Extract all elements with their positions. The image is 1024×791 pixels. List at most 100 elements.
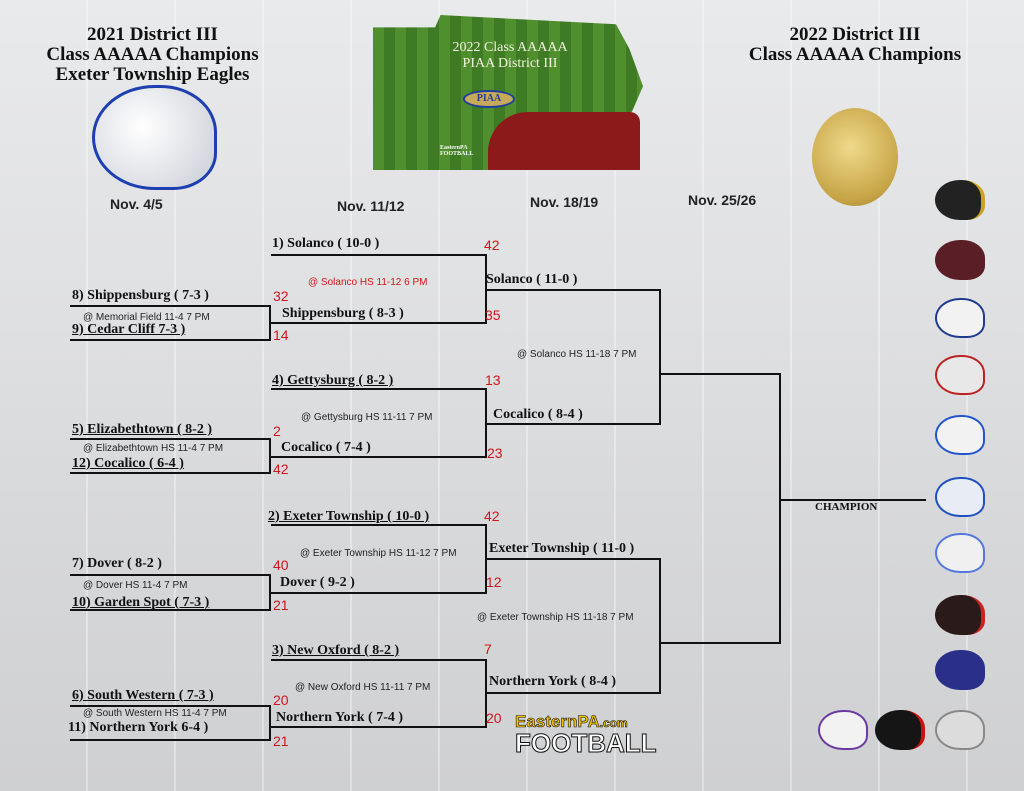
bracket-line: [271, 726, 487, 728]
score: 20: [273, 692, 289, 708]
logo-text: FOOTBALL: [515, 728, 658, 758]
game-venue: @ Solanco HS 11-18 7 PM: [517, 349, 637, 360]
piaa-logo: PIAA: [463, 90, 515, 108]
bracket-line: [659, 373, 781, 375]
helmet-icon: [935, 650, 985, 690]
game-venue: @ Elizabethtown HS 11-4 7 PM: [83, 443, 224, 454]
helmet-icon: [935, 477, 985, 517]
bracket-line: [70, 739, 271, 741]
score: 42: [484, 508, 500, 524]
helmet-icon: [818, 710, 868, 750]
bracket-line: [779, 373, 781, 644]
score: 40: [273, 557, 289, 573]
team-cocalico: 12) Cocalico ( 6-4 ): [72, 456, 184, 471]
bracket-line: [271, 388, 487, 390]
team-northern-york: 11) Northern York 6-4 ): [68, 720, 209, 735]
helmet-icon: [935, 710, 985, 750]
game-venue: @ Exeter Township HS 11-18 7 PM: [477, 612, 634, 623]
team-new-oxford: 3) New Oxford ( 8-2 ): [272, 643, 400, 658]
score: 32: [273, 288, 289, 304]
bracket-line: [271, 659, 487, 661]
bracket-line: [485, 289, 661, 291]
bracket-line: [271, 456, 487, 458]
map-title: 2022 Class AAAAA PIAA District III: [420, 40, 600, 72]
bracket-line: [269, 305, 271, 341]
team-dover: Dover ( 9-2 ): [280, 575, 355, 590]
date-round4: Nov. 25/26: [688, 192, 757, 208]
bracket-line: [70, 574, 271, 576]
easternpa-football-logo: EasternPA.com FOOTBALL: [515, 712, 658, 758]
bracket-line: [659, 642, 781, 644]
bracket-line: [485, 423, 661, 425]
game-venue: @ New Oxford HS 11-11 7 PM: [295, 682, 431, 693]
district-iii-region: [488, 112, 640, 170]
team-garden-spot: 10) Garden Spot ( 7-3 ): [72, 595, 210, 610]
team-cocalico: Cocalico ( 8-4 ): [493, 407, 583, 422]
team-elizabethtown: 5) Elizabethtown ( 8-2 ): [72, 422, 212, 437]
helmet-icon: [935, 595, 985, 635]
bracket-line: [779, 499, 926, 501]
game-venue: @ Exeter Township HS 11-12 7 PM: [300, 548, 457, 559]
score: 42: [484, 237, 500, 253]
bracket-line: [269, 574, 271, 611]
team-cedar-cliff: 9) Cedar Cliff 7-3 ): [72, 322, 186, 337]
right-title: 2022 District III Class AAAAA Champions: [720, 25, 990, 65]
left-title-line: Class AAAAA Champions: [46, 44, 259, 65]
helmet-icon: [935, 298, 985, 338]
bracket-line: [271, 592, 487, 594]
logo-text: EasternPA: [515, 712, 600, 731]
team-northern-york: Northern York ( 7-4 ): [276, 710, 404, 725]
team-northern-york: Northern York ( 8-4 ): [489, 674, 617, 689]
date-round1: Nov. 4/5: [110, 196, 163, 212]
bracket-line: [269, 705, 271, 741]
bracket-line: [70, 472, 271, 474]
bracket-line: [271, 524, 487, 526]
team-cocalico: Cocalico ( 7-4 ): [281, 440, 371, 455]
bracket-line: [70, 705, 271, 707]
right-title-line: 2022 District III: [789, 24, 921, 45]
helmet-icon: [935, 355, 985, 395]
map-brand-logo: EasternPA FOOTBALL: [440, 145, 474, 157]
bracket-line: [485, 692, 661, 694]
bracket-line: [271, 254, 487, 256]
date-round2: Nov. 11/12: [337, 198, 405, 214]
team-exeter-township: Exeter Township ( 11-0 ): [489, 541, 635, 556]
score: 14: [273, 327, 289, 343]
score: 21: [273, 733, 289, 749]
team-exeter-township: 2) Exeter Township ( 10-0 ): [268, 509, 430, 524]
score: 42: [273, 461, 289, 477]
left-title-line: 2021 District III: [87, 24, 218, 45]
date-round3: Nov. 18/19: [530, 194, 599, 210]
bracket-line: [485, 558, 661, 560]
champion-medal-icon: [812, 108, 898, 206]
score: 12: [486, 574, 502, 590]
game-venue: @ South Western HS 11-4 7 PM: [83, 708, 227, 719]
team-solanco: 1) Solanco ( 10-0 ): [272, 236, 380, 251]
left-title: 2021 District III Class AAAAA Champions …: [20, 25, 285, 85]
team-shippensburg: 8) Shippensburg ( 7-3 ): [72, 288, 209, 303]
score: 35: [485, 307, 501, 323]
game-venue: @ Dover HS 11-4 7 PM: [83, 580, 188, 591]
game-venue: @ Gettysburg HS 11-11 7 PM: [301, 412, 433, 423]
score: 13: [485, 372, 501, 388]
game-venue: @ Solanco HS 11-12 6 PM: [308, 277, 428, 288]
helmet-icon: [935, 415, 985, 455]
team-gettysburg: 4) Gettysburg ( 8-2 ): [272, 373, 394, 388]
score: 21: [273, 597, 289, 613]
score: 20: [486, 710, 502, 726]
score: 2: [273, 423, 281, 439]
exeter-helmet-icon: [92, 85, 217, 190]
champion-label: CHAMPION: [815, 501, 878, 513]
team-dover: 7) Dover ( 8-2 ): [72, 556, 162, 571]
helmet-icon: [875, 710, 925, 750]
helmet-icon: [935, 180, 985, 220]
team-south-western: 6) South Western ( 7-3 ): [72, 688, 214, 703]
bracket-line: [659, 289, 661, 425]
helmet-icon: [935, 533, 985, 573]
map-title-line: PIAA District III: [462, 56, 558, 71]
bracket-line: [70, 609, 271, 611]
map-title-line: 2022 Class AAAAA: [452, 40, 568, 55]
helmet-icon: [935, 240, 985, 280]
team-shippensburg: Shippensburg ( 8-3 ): [282, 306, 404, 321]
bracket-line: [659, 558, 661, 694]
